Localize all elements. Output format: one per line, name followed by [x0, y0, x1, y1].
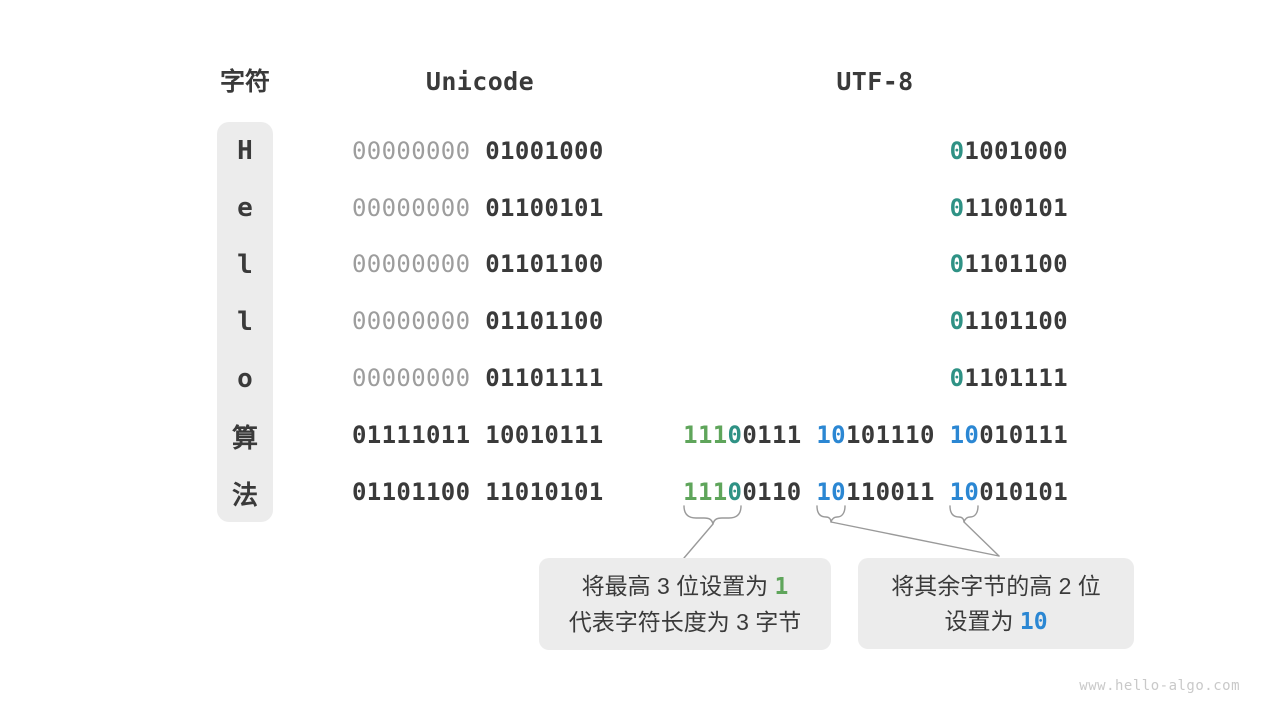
- unicode-padding-bits: 00000000: [352, 364, 471, 392]
- annotation-text: 将最高 3 位设置为: [581, 573, 775, 599]
- annotation-box-prefix: 将最高 3 位设置为 1 代表字符长度为 3 字节: [539, 558, 831, 650]
- utf8-continuation-prefix-bits: 10: [949, 478, 980, 506]
- utf8-payload-bits: 010111: [979, 421, 1068, 449]
- char-cell: o: [237, 364, 253, 395]
- encoding-row: 01111011 10010111 11100111 10101110 1001…: [0, 420, 1280, 450]
- annotation-line: 设置为 10: [858, 604, 1134, 640]
- utf8-value: 01101100: [680, 249, 1068, 279]
- utf8-value: 01001000: [680, 136, 1068, 166]
- utf8-length-prefix-bits: 111: [683, 421, 728, 449]
- underbrace-continuation-2: [949, 505, 979, 523]
- unicode-padding-bits: 00000000: [352, 250, 471, 278]
- utf8-value: 11100111 10101110 10010111: [680, 420, 1068, 450]
- unicode-value: 00000000 01100101: [352, 193, 612, 223]
- utf8-byte-3: 10010111: [950, 421, 1068, 449]
- utf8-payload-bits: 101110: [845, 421, 935, 449]
- footer-watermark: www.hello-algo.com: [1079, 678, 1240, 694]
- utf8-byte-2: 10110011: [816, 478, 934, 506]
- unicode-padding-bits: 00000000: [352, 137, 471, 165]
- connector-line-continuation-2: [963, 521, 1000, 557]
- utf8-payload-bits: 1100101: [964, 194, 1068, 222]
- unicode-value: 00000000 01101100: [352, 249, 612, 279]
- encoding-row: 00000000 01100101 01100101: [0, 193, 1280, 223]
- char-cell: l: [237, 306, 253, 337]
- utf8-payload-bits: 110011: [845, 478, 935, 506]
- unicode-code-bits: 01101100: [485, 250, 604, 278]
- encoding-row: 00000000 01101100 01101100: [0, 306, 1280, 336]
- unicode-code-bits: 01100101: [485, 194, 604, 222]
- annotation-box-continuation: 将其余字节的高 2 位 设置为 10: [858, 558, 1134, 649]
- utf8-payload-bits: 010101: [979, 478, 1068, 506]
- utf8-value: 01100101: [680, 193, 1068, 223]
- utf8-payload-bits: 1101100: [964, 250, 1068, 278]
- utf8-prefix-terminator-bit: 0: [727, 421, 743, 449]
- encoding-row: 01101100 11010101 11100110 10110011 1001…: [0, 477, 1280, 507]
- column-header-char: 字符: [219, 68, 270, 96]
- unicode-code-bits: 01111011 10010111: [352, 421, 604, 449]
- char-column-background: H e l l o 算 法: [217, 122, 273, 522]
- encoding-row: 00000000 01101100 01101100: [0, 249, 1280, 279]
- utf8-value: 01101100: [680, 306, 1068, 336]
- unicode-code-bits: 01001000: [485, 137, 604, 165]
- utf8-payload-bits: 1001000: [964, 137, 1068, 165]
- column-header-unicode: Unicode: [425, 67, 535, 96]
- utf8-continuation-prefix-bits: 10: [816, 478, 846, 506]
- utf8-prefix-bit: 0: [949, 307, 965, 335]
- unicode-padding-bits: 00000000: [352, 194, 471, 222]
- utf8-payload-bits: 1101100: [964, 307, 1068, 335]
- encoding-row: 00000000 01101111 01101111: [0, 363, 1280, 393]
- unicode-value: 00000000 01101100: [352, 306, 612, 336]
- utf8-prefix-terminator-bit: 0: [727, 478, 743, 506]
- utf8-continuation-prefix-bits: 10: [949, 421, 980, 449]
- unicode-value: 01111011 10010111: [352, 420, 612, 450]
- utf8-payload-bits: 0111: [742, 421, 802, 449]
- underbrace-prefix: [683, 505, 742, 525]
- utf8-byte-3: 10010101: [950, 478, 1068, 506]
- utf8-prefix-bit: 0: [949, 194, 965, 222]
- char-cell: H: [237, 135, 253, 166]
- connector-line-prefix: [683, 523, 714, 559]
- unicode-value: 00000000 01001000: [352, 136, 612, 166]
- encoding-row: 00000000 01001000 01001000: [0, 136, 1280, 166]
- char-cell: 法: [231, 480, 258, 511]
- utf8-continuation-prefix-bits: 10: [816, 421, 846, 449]
- utf8-byte-2: 10101110: [816, 421, 934, 449]
- utf8-value: 01101111: [680, 363, 1068, 393]
- utf8-prefix-bit: 0: [949, 137, 965, 165]
- underbrace-continuation-1: [816, 505, 846, 523]
- char-cell: 算: [231, 423, 258, 454]
- utf8-byte-1: 11100111: [683, 421, 801, 449]
- utf8-payload-bits: 1101111: [964, 364, 1068, 392]
- utf8-prefix-bit: 0: [949, 364, 965, 392]
- annotation-accent-one: 1: [774, 574, 789, 600]
- char-cell: e: [237, 192, 253, 223]
- unicode-value: 01101100 11010101: [352, 477, 612, 507]
- utf8-prefix-bit: 0: [949, 250, 965, 278]
- unicode-code-bits: 01101100 11010101: [352, 478, 604, 506]
- utf8-payload-bits: 0110: [742, 478, 802, 506]
- annotation-line: 将最高 3 位设置为 1: [539, 569, 831, 605]
- unicode-code-bits: 01101100: [485, 307, 604, 335]
- utf8-byte-1: 11100110: [683, 478, 801, 506]
- unicode-value: 00000000 01101111: [352, 363, 612, 393]
- connector-line-continuation-1: [830, 521, 1000, 557]
- column-header-utf8: UTF-8: [836, 67, 914, 96]
- annotation-text: 设置为: [944, 608, 1020, 634]
- unicode-code-bits: 01101111: [485, 364, 604, 392]
- unicode-padding-bits: 00000000: [352, 307, 471, 335]
- annotation-line: 代表字符长度为 3 字节: [568, 609, 802, 635]
- utf8-value: 11100110 10110011 10010101: [680, 477, 1068, 507]
- annotation-line: 将其余字节的高 2 位: [891, 573, 1101, 599]
- char-cell: l: [237, 249, 253, 280]
- annotation-accent-ten: 10: [1019, 609, 1048, 635]
- utf8-length-prefix-bits: 111: [683, 478, 728, 506]
